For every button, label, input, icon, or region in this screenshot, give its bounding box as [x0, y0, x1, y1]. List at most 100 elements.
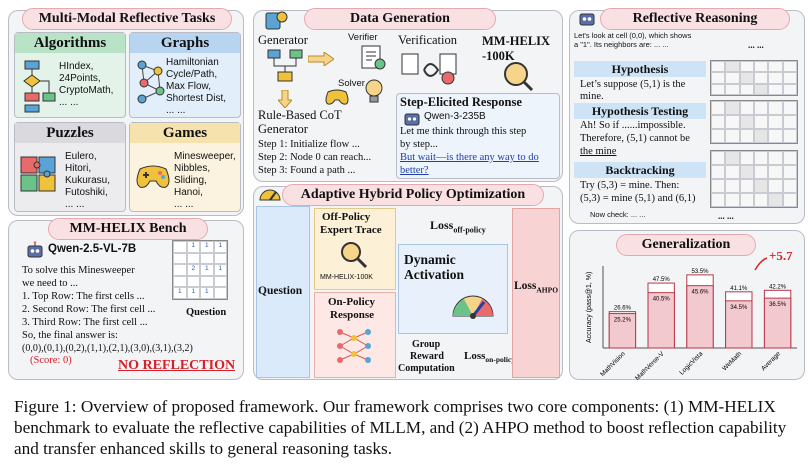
loss-ahpo-main: Loss: [514, 280, 536, 292]
loss-onpolicy: Losson-policy: [464, 350, 515, 364]
annotation-arrow: [755, 258, 767, 270]
grid-cell: 1: [200, 287, 214, 299]
loss-offpolicy: Lossoff-policy: [430, 218, 486, 234]
reflect-intro-1: Let's look at cell (0,0), which shows: [574, 31, 691, 40]
solver-bulb-icon: [362, 78, 386, 104]
grid-cell: [725, 72, 739, 83]
grid-cell: [725, 61, 739, 72]
graphs-title: Graphs: [130, 33, 240, 53]
reflect-ellipsis-mid: ... ...: [718, 211, 734, 221]
tile-graphs: Graphs Hamiltonian Cycle/Path, Max Flow,…: [129, 32, 241, 118]
reflect-ellipsis-top: ... ...: [748, 40, 764, 50]
ahpo-question: Question: [258, 285, 302, 297]
graphs-line-4: Shortest Dist,: [166, 93, 226, 105]
neural-network-icon: [334, 326, 374, 366]
graphs-line-5: ... ...: [166, 105, 185, 117]
bench-title: MM-HELIX Bench: [48, 218, 208, 240]
grid-cell: [711, 84, 725, 95]
verifier-label: Verifier: [348, 32, 378, 44]
data-label-base: 34.5%: [730, 305, 748, 311]
grid-cell: [783, 193, 797, 207]
ahpo-title: Adaptive Hybrid Policy Optimization: [282, 184, 544, 206]
grid-cell: [187, 276, 201, 288]
dataset-magnifier-icon: [500, 60, 536, 92]
grid-cell: [754, 115, 768, 129]
grid-cell: [783, 115, 797, 129]
step-wait: But wait—is there any way to do better?: [400, 152, 556, 177]
offpolicy-label-1: Off-Policy: [322, 211, 370, 223]
grid-cell: [740, 165, 754, 179]
bench-verdict: NO REFLECTION: [118, 358, 235, 374]
datagen-title: Data Generation: [304, 8, 496, 30]
data-label-improved: 26.6%: [614, 306, 632, 312]
loss-ahpo-sub: AHPO: [536, 285, 558, 294]
grid-cell: [768, 84, 782, 95]
data-label-improved: 42.2%: [769, 284, 787, 290]
data-label-improved: 41.1%: [730, 286, 748, 292]
grid-cell: [740, 115, 754, 129]
grid-cell: 1: [187, 287, 201, 299]
data-label-improved: 53.5%: [691, 269, 709, 275]
bench-line-5: 3. Third Row: The first cell ...: [22, 317, 148, 330]
grid-cell: [214, 276, 228, 288]
x-tick-label: LogicVista: [678, 350, 704, 376]
tile-puzzles: Puzzles Eulero, Hitori, Kukurasu, Futosh…: [14, 122, 126, 212]
grid-cell: [754, 193, 768, 207]
dataset-name-line1: MM-HELIX: [482, 34, 550, 49]
generator-flow-icon: [264, 48, 308, 86]
grid-cell: [725, 179, 739, 193]
grid-cell: [173, 253, 187, 265]
loss-off-main: Loss: [430, 218, 453, 232]
cot-step-1: Step 1: Initialize flow ...: [258, 139, 360, 152]
grid-cell: 1: [187, 241, 201, 253]
bench-line-3: 1. Top Row: The first cells ...: [22, 291, 145, 304]
grid-cell: [754, 84, 768, 95]
robot-icon-3: [578, 9, 596, 27]
tile-algorithms: Algorithms HIndex, 24Points, CryptoMath,…: [14, 32, 126, 118]
reflect-grid-2: [710, 100, 798, 144]
reflect-grid-1: [710, 60, 798, 96]
solver-gamepad-icon: [324, 88, 350, 106]
games-line-3: Sliding,: [174, 175, 207, 187]
hyp-title: Hypothesis: [574, 61, 706, 77]
bench-score: (Score: 0): [30, 355, 72, 368]
grid-cell: [173, 276, 187, 288]
test-line-1: Ah! So if ......impossible.: [580, 120, 686, 133]
bench-line-2: we need to ...: [22, 278, 78, 291]
test-title: Hypothesis Testing: [574, 103, 706, 119]
reflect-intro-2: a "1". Its neighbors are: ... ...: [574, 40, 669, 49]
puzzles-line-5: ... ...: [65, 199, 84, 211]
grid-cell: [740, 101, 754, 115]
test-line-2: Therefore, (5,1) cannot be: [580, 133, 690, 146]
loss-on-sub: on-policy: [485, 355, 515, 364]
grid-cell: [754, 151, 768, 165]
group-label-3: Computation: [398, 363, 455, 374]
test-line-3: the mine: [580, 146, 616, 159]
grid-cell: [754, 101, 768, 115]
grid-cell: [754, 61, 768, 72]
grid-cell: [768, 101, 782, 115]
data-label-base: 40.5%: [653, 297, 671, 303]
generator-label: Generator: [258, 33, 308, 48]
hyp-line-2: mine.: [580, 91, 604, 104]
grid-cell: [768, 179, 782, 193]
grid-cell: [768, 151, 782, 165]
verification-label: Verification: [398, 33, 457, 48]
grid-cell: 1: [200, 264, 214, 276]
step-model: Qwen-3-235B: [424, 111, 486, 123]
games-line-1: Minesweeper,: [174, 151, 236, 163]
bench-question-label: Question: [186, 307, 226, 318]
verifier-document-icon: [360, 44, 386, 70]
cot-step-2: Step 2: Node 0 can reach...: [258, 152, 371, 165]
puzzles-line-2: Hitori,: [65, 163, 91, 175]
bench-line-4: 2. Second Row: The first cell ...: [22, 304, 155, 317]
bench-line-7: (0,0),(0,1),(0,2),(1,1),(2,1),(3,0),(3,1…: [22, 343, 193, 356]
grid-cell: [214, 287, 228, 299]
grid-cell: [783, 101, 797, 115]
bench-line-1: To solve this Minesweeper: [22, 265, 135, 278]
back-line-1: Try (5,3) = mine. Then:: [580, 180, 679, 193]
grid-cell: 1: [214, 241, 228, 253]
onpolicy-label-1: On-Policy: [328, 296, 375, 308]
back-title: Backtracking: [574, 162, 706, 178]
